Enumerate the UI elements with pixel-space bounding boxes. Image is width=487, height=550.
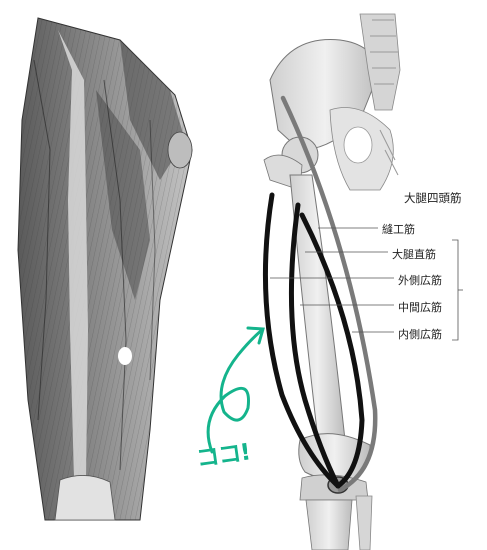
- rectus-femoris-label: 大腿直筋: [392, 246, 436, 262]
- quadriceps-group-label: 大腿四頭筋: [404, 190, 462, 206]
- thigh-muscle-illustration: [18, 18, 192, 520]
- vastus-intermedius-label: 中間広筋: [398, 299, 442, 315]
- vastus-medialis-label: 内側広筋: [398, 326, 442, 342]
- vastus-lateralis-label: 外側広筋: [398, 272, 442, 288]
- sartorius-label: 縫工筋: [382, 221, 415, 237]
